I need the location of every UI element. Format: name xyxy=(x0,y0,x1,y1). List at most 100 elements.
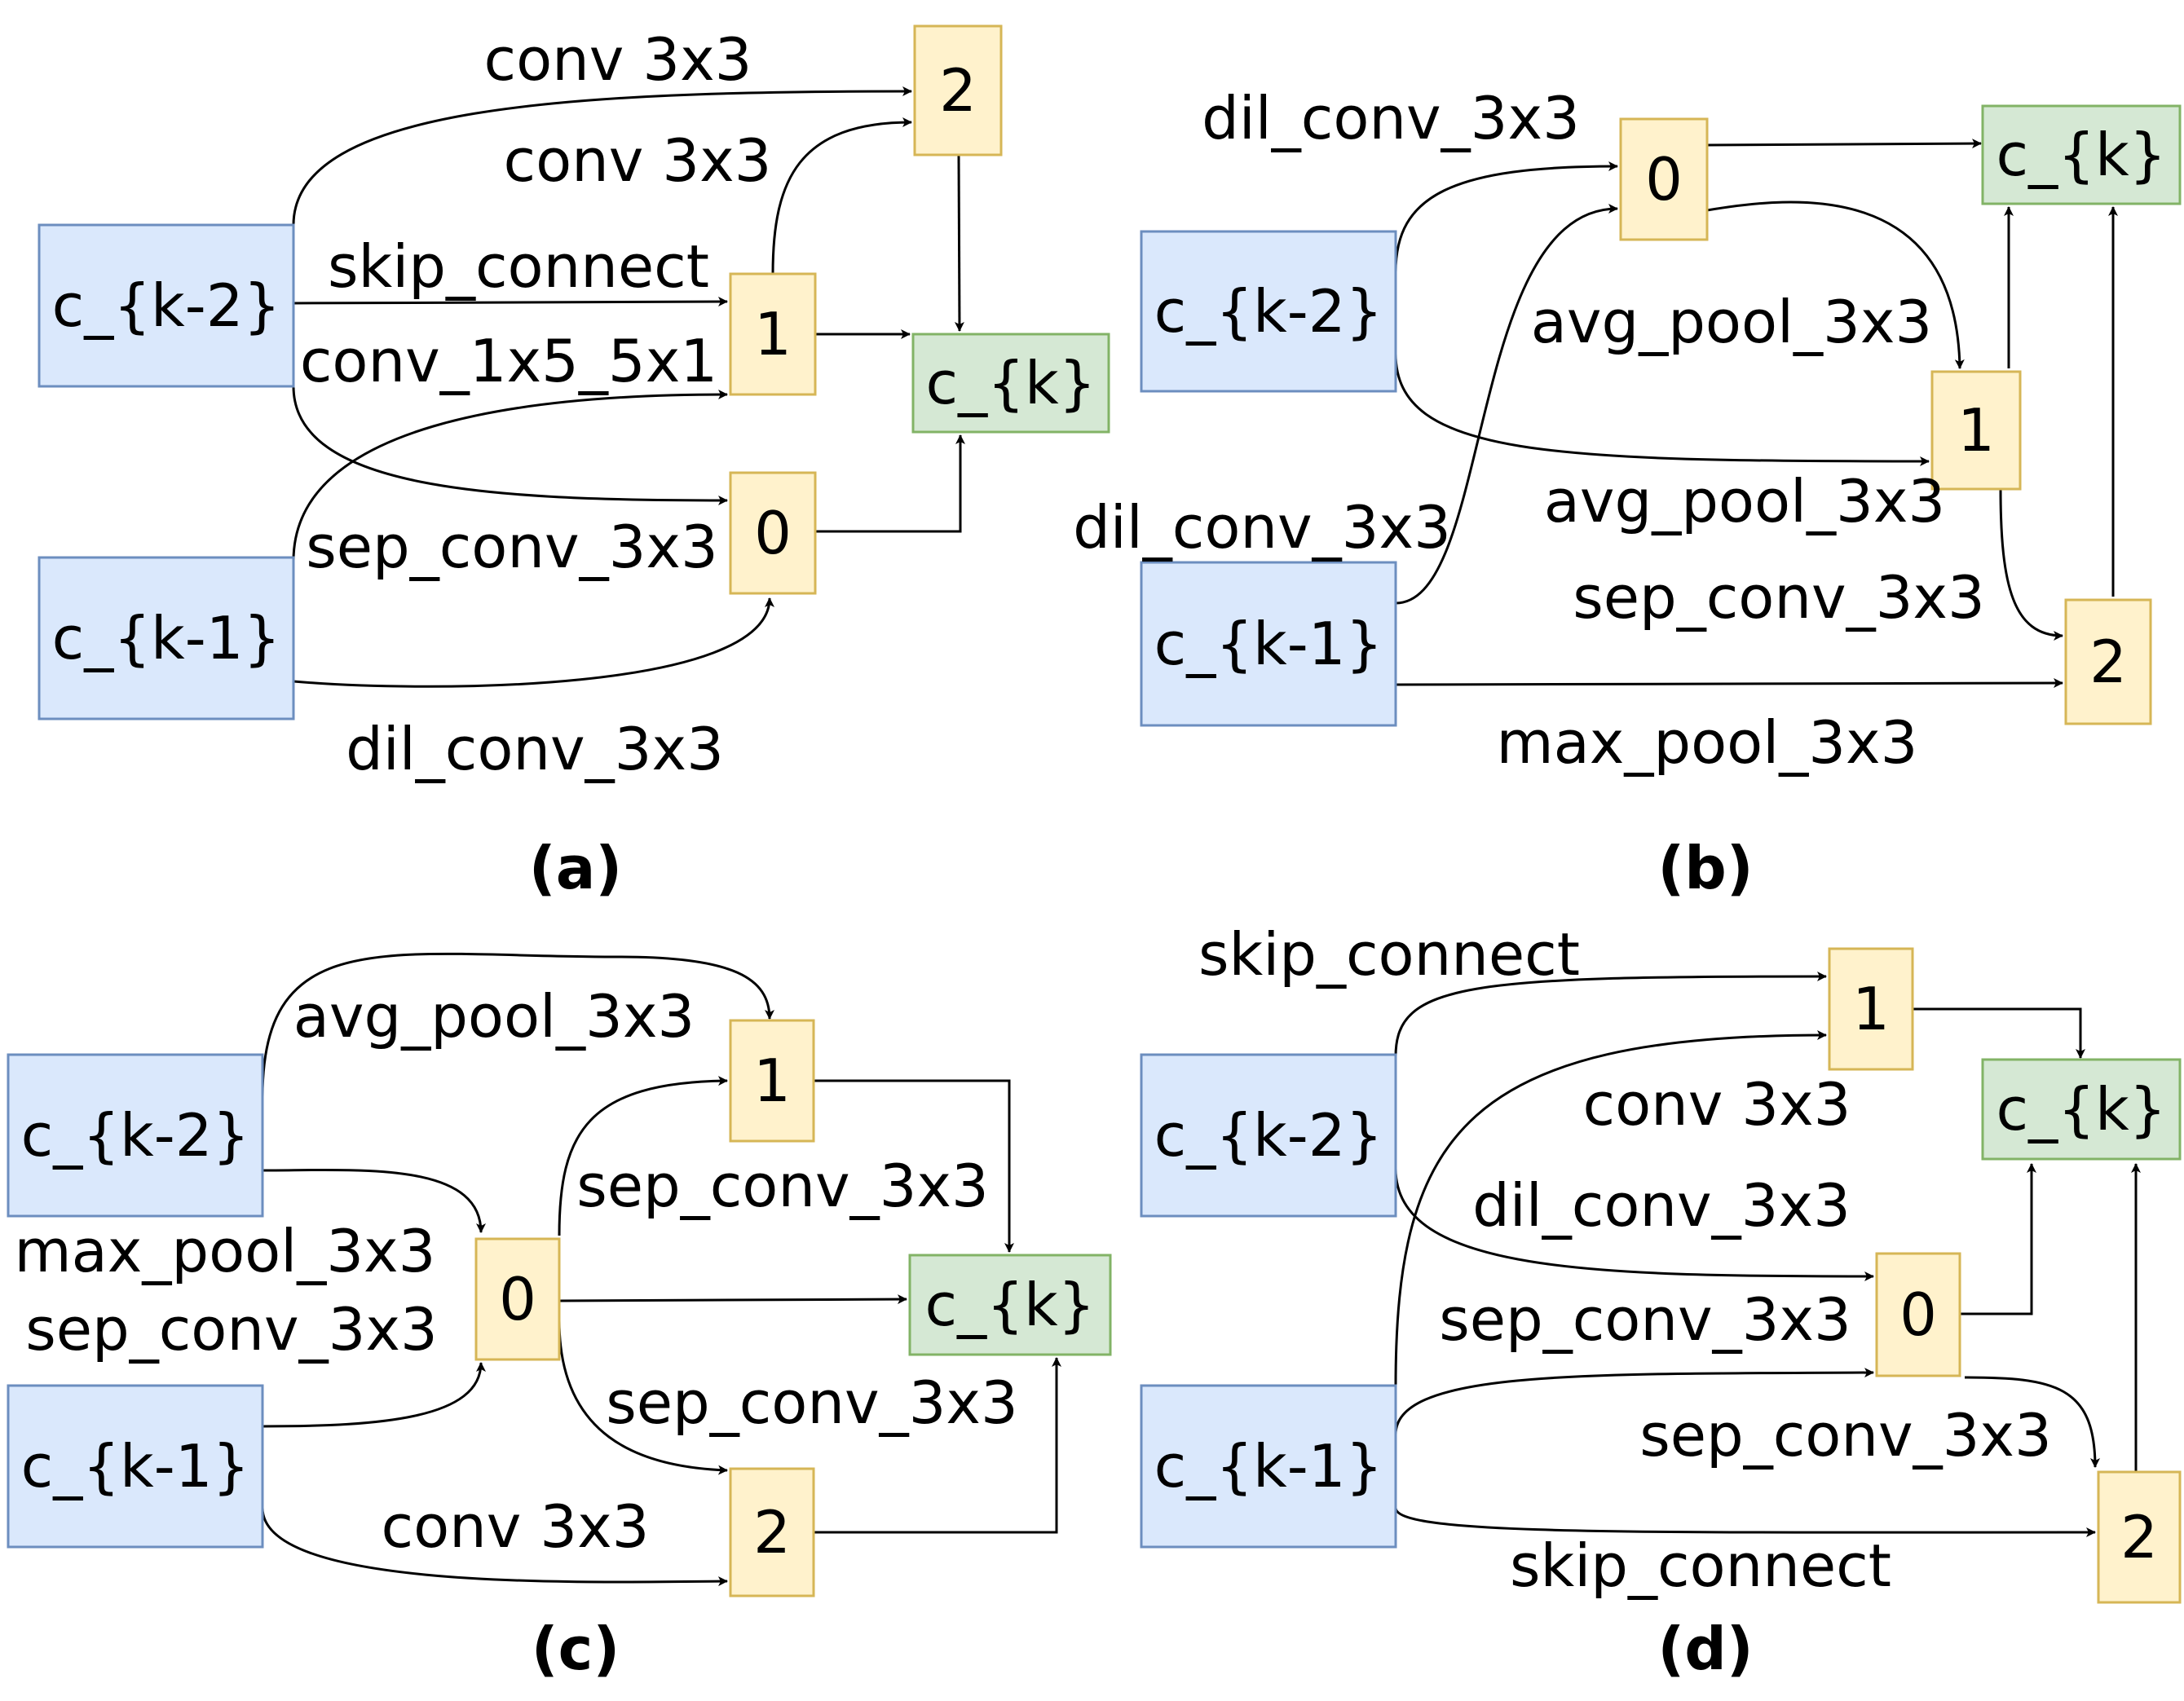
node-label: c_{k-2} xyxy=(1154,277,1383,346)
edge-c-ck1-to-2 xyxy=(261,1507,728,1587)
panel-c-op-labels: avg_pool_3x3 max_pool_3x3 sep_conv_3x3 s… xyxy=(15,982,1018,1561)
edge-c-0-to-ck xyxy=(558,1294,907,1305)
edge-c-ck2-to-1 xyxy=(261,952,774,1098)
node-label: 0 xyxy=(754,499,792,567)
panel-a: c_{k-2} c_{k-1} 2 1 0 c_{k} xyxy=(38,24,1110,902)
edge-c-0-to-1 xyxy=(558,1076,728,1236)
intermediate-node-0: 0 xyxy=(729,471,817,595)
op-label: conv 3x3 xyxy=(504,126,772,195)
op-label: skip_connect xyxy=(328,232,709,301)
edge-b-ck1-to-0 xyxy=(1395,204,1618,605)
edge-b-ck2-to-1 xyxy=(1394,353,1930,466)
intermediate-node-0: 0 xyxy=(1619,117,1709,241)
node-label: 0 xyxy=(1899,1280,1937,1349)
input-node-ck2: c_{k-2} xyxy=(1140,230,1397,393)
edge-a-ck2-to-2 xyxy=(292,86,912,226)
panel-c: c_{k-2} c_{k-1} 1 0 2 c_{k} xyxy=(7,952,1112,1683)
node-label: 2 xyxy=(2120,1503,2158,1571)
panel-caption: (c) xyxy=(532,1615,620,1683)
edge-a-0-to-ck xyxy=(815,434,965,533)
input-node-ck1: c_{k-1} xyxy=(38,556,295,721)
edge-c-ck1-to-0 xyxy=(262,1362,486,1428)
op-label: dil_conv_3x3 xyxy=(1202,84,1580,152)
op-label: max_pool_3x3 xyxy=(1497,708,1918,777)
panel-a-op-labels: conv 3x3 conv 3x3 skip_connect conv_1x5_… xyxy=(300,25,772,783)
panel-d-edges xyxy=(1394,972,2141,1538)
output-node-ck: c_{k} xyxy=(908,1254,1112,1356)
op-label: sep_conv_3x3 xyxy=(606,1368,1018,1437)
edge-d-ck1-to-2 xyxy=(1394,1507,2096,1538)
node-label: c_{k} xyxy=(1996,1075,2167,1144)
node-label: 0 xyxy=(1645,145,1683,214)
node-label: 1 xyxy=(1957,396,1995,465)
panel-c-edges xyxy=(261,952,1061,1587)
panel-caption: (b) xyxy=(1657,834,1753,902)
input-node-ck2: c_{k-2} xyxy=(7,1053,264,1218)
intermediate-node-0: 0 xyxy=(474,1237,561,1361)
op-label: avg_pool_3x3 xyxy=(1544,467,1945,535)
edge-b-ck2-to-0 xyxy=(1394,161,1618,273)
op-label: sep_conv_3x3 xyxy=(1573,563,1985,632)
intermediate-node-2: 2 xyxy=(2097,1470,2182,1604)
intermediate-node-1: 1 xyxy=(1930,370,2022,491)
edge-a-ck2-to-1 xyxy=(293,297,728,307)
op-label: skip_connect xyxy=(1198,920,1580,989)
edge-b-0-to-ck xyxy=(1706,139,1982,149)
node-label: c_{k-1} xyxy=(1154,1432,1383,1500)
panel-a-edges xyxy=(292,86,965,688)
panel-d-nodes: c_{k-2} c_{k-1} 1 0 2 c_{k} xyxy=(1140,947,2182,1604)
op-label: conv 3x3 xyxy=(1583,1070,1851,1139)
input-node-ck1: c_{k-1} xyxy=(7,1384,264,1549)
panel-caption: (a) xyxy=(529,834,622,902)
node-label: c_{k-1} xyxy=(1154,610,1383,678)
node-label: c_{k-1} xyxy=(21,1432,250,1500)
edge-d-ck1-to-1 xyxy=(1394,1030,1827,1386)
edge-d-ck2-to-1 xyxy=(1394,972,1827,1057)
node-label: 1 xyxy=(1852,975,1890,1043)
edge-a-2-to-ck xyxy=(954,154,964,332)
node-label: 2 xyxy=(753,1498,791,1567)
panel-b: c_{k-2} c_{k-1} 0 1 2 c_{k} xyxy=(1073,84,2182,902)
edge-d-0-to-2 xyxy=(1964,1376,2100,1468)
op-label: avg_pool_3x3 xyxy=(293,982,695,1051)
node-label: c_{k-1} xyxy=(52,604,281,672)
panel-a-nodes: c_{k-2} c_{k-1} 2 1 0 c_{k} xyxy=(38,24,1110,721)
intermediate-node-2: 2 xyxy=(729,1467,815,1597)
panel-c-nodes: c_{k-2} c_{k-1} 1 0 2 c_{k} xyxy=(7,1019,1112,1597)
edge-b-1-to-2 xyxy=(1999,488,2063,641)
node-label: 1 xyxy=(753,1047,791,1115)
node-label: c_{k-2} xyxy=(1154,1101,1383,1170)
input-node-ck1: c_{k-1} xyxy=(1140,1384,1397,1549)
intermediate-node-0: 0 xyxy=(1875,1252,1961,1377)
edge-d-ck1-to-0 xyxy=(1394,1368,1874,1435)
edge-a-1-to-2 xyxy=(771,117,912,275)
edge-d-ck2-to-0 xyxy=(1394,1168,1874,1281)
input-node-ck2: c_{k-2} xyxy=(1140,1053,1397,1218)
input-node-ck2: c_{k-2} xyxy=(38,223,295,388)
output-node-ck: c_{k} xyxy=(1981,1058,2182,1161)
node-label: c_{k} xyxy=(926,349,1096,417)
edge-a-ck1-to-0 xyxy=(293,597,774,688)
node-label: 2 xyxy=(939,56,977,125)
edge-c-1-to-ck xyxy=(814,1079,1014,1253)
edge-b-0-to-1 xyxy=(1706,201,1965,369)
op-label: conv 3x3 xyxy=(382,1492,650,1561)
intermediate-node-2: 2 xyxy=(913,24,1003,156)
op-label: sep_conv_3x3 xyxy=(1439,1285,1851,1354)
op-label: dil_conv_3x3 xyxy=(1073,493,1451,562)
op-label: dil_conv_3x3 xyxy=(1472,1171,1851,1240)
output-node-ck: c_{k} xyxy=(911,333,1110,434)
node-label: 1 xyxy=(754,300,792,368)
op-label: max_pool_3x3 xyxy=(15,1217,436,1285)
op-label: sep_conv_3x3 xyxy=(576,1152,989,1220)
op-label: avg_pool_3x3 xyxy=(1531,288,1932,356)
edge-a-ck2-to-0 xyxy=(292,386,728,505)
edge-c-ck2-to-0 xyxy=(262,1168,486,1233)
edge-c-0-to-2 xyxy=(558,1320,728,1475)
intermediate-node-1: 1 xyxy=(729,272,817,396)
op-label: skip_connect xyxy=(1510,1531,1891,1600)
op-label: sep_conv_3x3 xyxy=(1639,1401,2052,1470)
output-node-ck: c_{k} xyxy=(1981,104,2182,205)
intermediate-node-2: 2 xyxy=(2064,598,2152,725)
